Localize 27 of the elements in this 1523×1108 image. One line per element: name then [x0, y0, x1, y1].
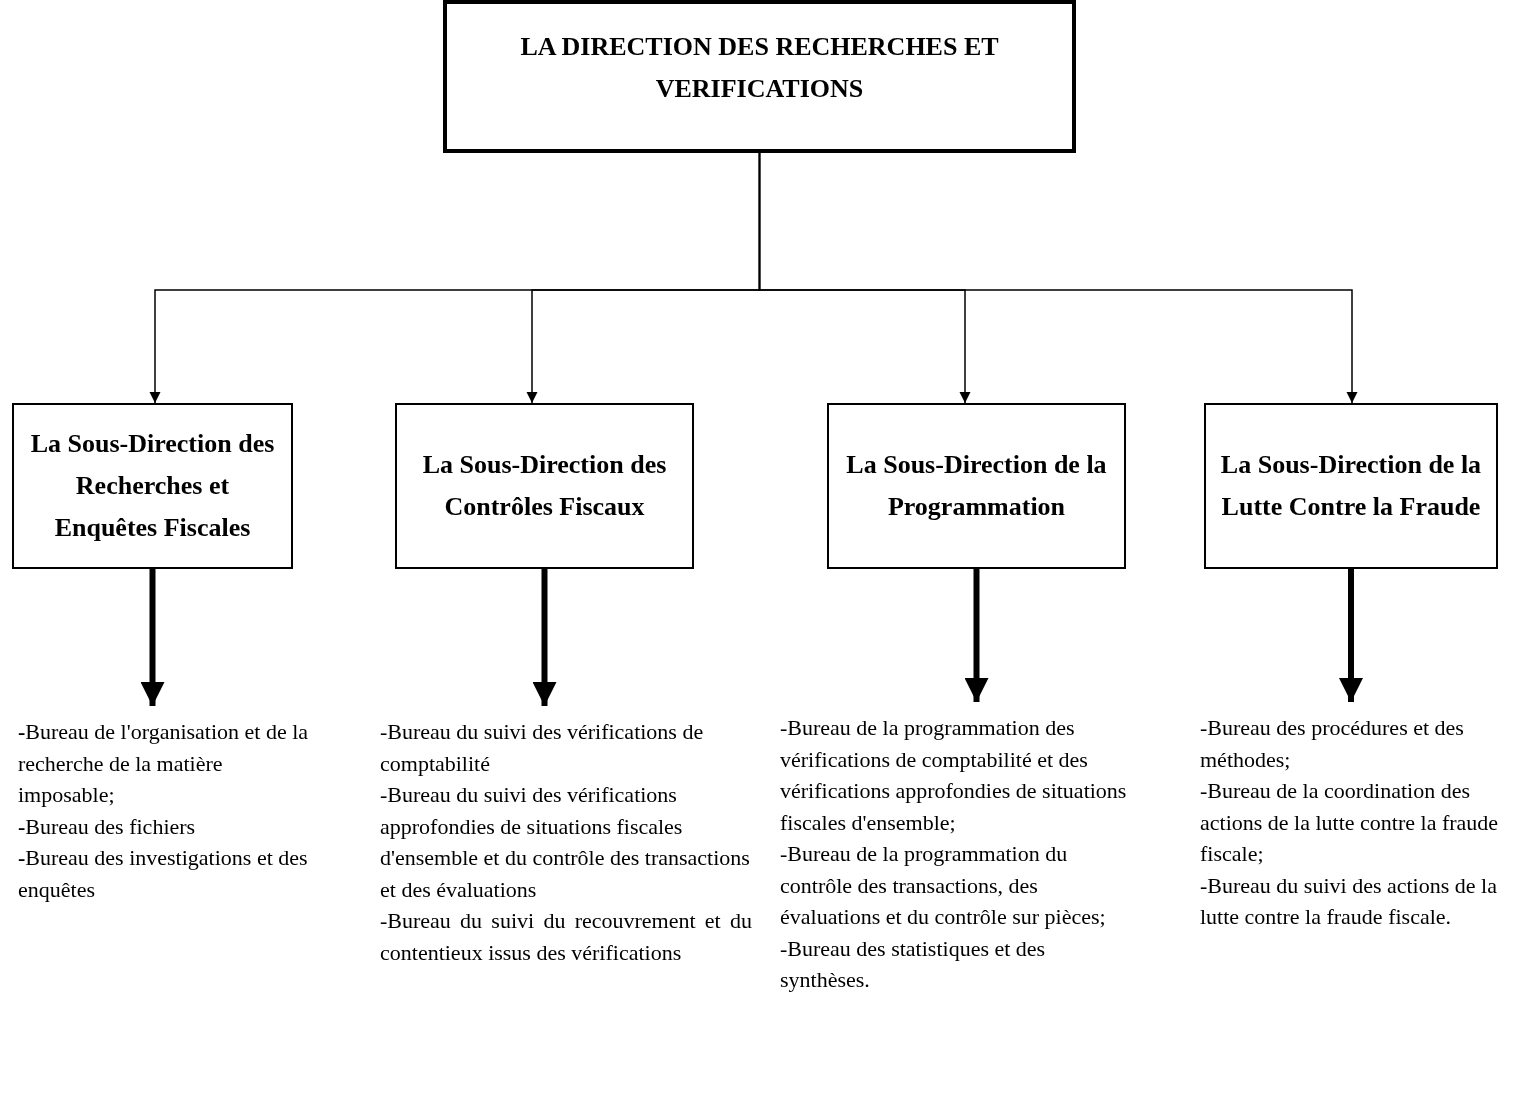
sub-direction-box — [395, 403, 694, 569]
bureau-item: -Bureau de la programmation du contrôle des transactions, des évaluations et du contrôle sur pièces; — [780, 840, 1107, 931]
direction-box — [443, 0, 1076, 153]
thick-arrow — [140, 569, 165, 706]
bureau-item: -Bureau du suivi du recouvrement et du contentieux issus des vérifications — [380, 907, 752, 967]
thick-arrow — [964, 569, 989, 702]
thick-arrow — [1339, 569, 1363, 702]
bureau-item: -Bureau des fichiers — [18, 812, 197, 841]
box-title: La Sous-Direction des Recherches et Enquêtes Fiscales — [29, 428, 276, 544]
sub-direction-box — [12, 403, 293, 569]
bureau-item: -Bureau du suivi des vérifications de comptabilité — [380, 718, 705, 778]
thick-arrow — [532, 569, 557, 706]
bureau-item: -Bureau du suivi des actions de la lutte contre la fraude fiscale. — [1200, 871, 1498, 931]
bureau-item: -Bureau du suivi des vérifications approfondies de situations fiscales d'ensemble et du contrôle des transactions et des évaluations — [380, 781, 751, 904]
arrow — [758, 152, 1358, 404]
bureau-item: -Bureau des investigations et des enquêtes — [18, 844, 309, 904]
bureau-item: -Bureau de l'organisation et de la recherche de la matière imposable; — [18, 718, 310, 809]
sub-direction-box — [1204, 403, 1498, 569]
box-title: La Sous-Direction de la Programmation — [845, 449, 1108, 523]
sub-direction-box — [827, 403, 1126, 569]
bureau-item: -Bureau de la programmation des vérifications de comptabilité et des vérifications approfondies de situations fiscales d'ensemble; — [780, 714, 1128, 837]
bureau-item: -Bureau des procédures et des méthodes; — [1200, 714, 1465, 774]
box-title: La Sous-Direction des Contrôles Fiscaux — [421, 449, 668, 523]
bureau-item: -Bureau de la coordination des actions de la lutte contre la fraude fiscale; — [1200, 777, 1500, 868]
bureau-item: -Bureau des statistiques et des synthèses. — [780, 934, 1047, 994]
box-title: La Sous-Direction de la Lutte Contre la Fraude — [1219, 449, 1483, 523]
box-title: LA DIRECTION DES RECHERCHES ET VERIFICATIONS — [519, 31, 1000, 105]
